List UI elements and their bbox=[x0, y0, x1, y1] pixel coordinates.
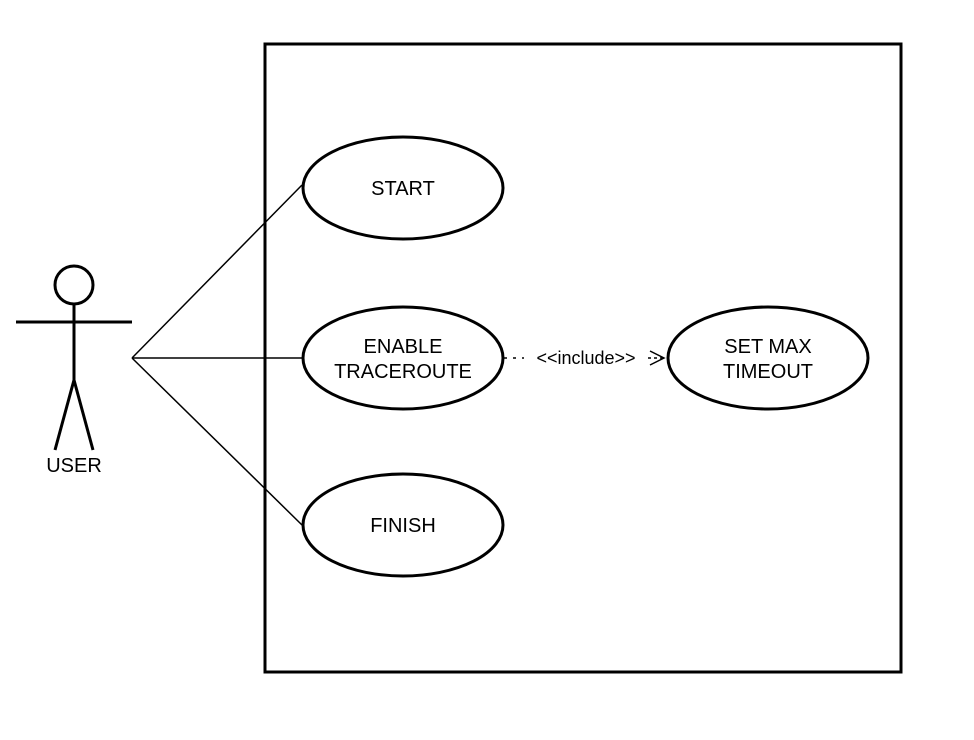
use-case-set-max-timeout[interactable]: SET MAX TIMEOUT bbox=[666, 305, 870, 411]
use-case-finish-label: FINISH bbox=[370, 515, 436, 537]
use-case-start[interactable]: START bbox=[301, 135, 505, 241]
use-case-set-max-timeout-line2: TIMEOUT bbox=[723, 361, 813, 383]
association-start bbox=[131, 184, 303, 359]
include-label: <<include>> bbox=[536, 348, 635, 368]
use-case-enable-traceroute-line1: ENABLE bbox=[364, 336, 443, 358]
actor-right-leg bbox=[72, 379, 95, 451]
association-finish bbox=[131, 357, 303, 526]
use-case-set-max-timeout-line1: SET MAX bbox=[724, 336, 811, 358]
actor-user[interactable]: USER bbox=[16, 264, 132, 477]
use-case-finish[interactable]: FINISH bbox=[301, 472, 505, 578]
use-case-enable-traceroute[interactable]: ENABLE TRACEROUTE bbox=[301, 305, 505, 411]
actor-left-leg bbox=[53, 379, 76, 451]
actor-label: USER bbox=[46, 455, 102, 477]
use-case-enable-traceroute-line2: TRACEROUTE bbox=[334, 361, 472, 383]
include-arrowhead-icon bbox=[649, 350, 666, 366]
use-case-start-label: START bbox=[371, 178, 435, 200]
include-relationship: <<include>> bbox=[504, 348, 666, 368]
actor-head bbox=[53, 264, 95, 306]
